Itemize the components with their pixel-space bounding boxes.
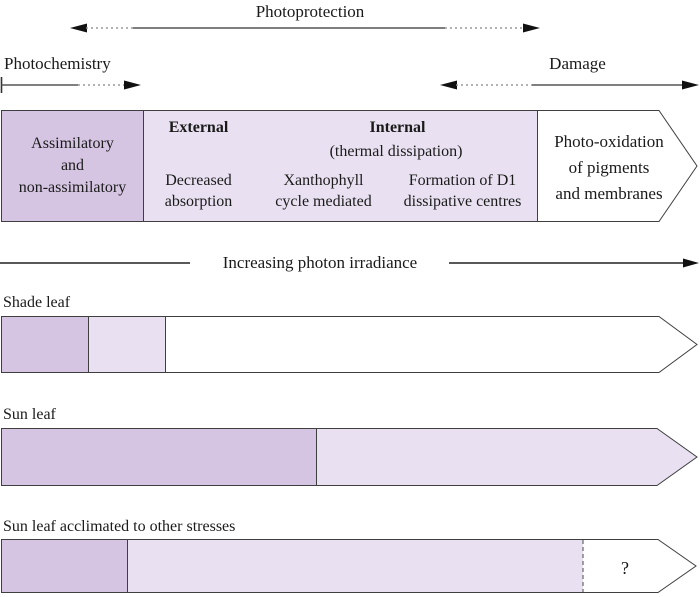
photo-oxidation-cell: Photo-oxidation of pigments and membrane… — [554, 132, 664, 203]
damage-arrow — [440, 80, 699, 90]
category-box — [1, 110, 698, 222]
right-arrowhead-icon — [683, 258, 699, 268]
sun-leaf-bar — [1, 428, 698, 486]
left-arrowhead-icon — [70, 23, 87, 33]
sun-leaf-acclimated-bar — [1, 539, 697, 593]
dark-segment — [1, 316, 89, 373]
shade-leaf-bar — [1, 316, 698, 373]
right-arrowhead-icon — [682, 80, 699, 90]
internal-subtitle-thermal-dissipation: (thermal dissipation) — [329, 143, 463, 160]
left-arrowhead-icon — [440, 80, 457, 90]
sun-leaf-acclimated-label: Sun leaf acclimated to other stresses — [3, 518, 236, 535]
photochemistry-arrow — [0, 77, 141, 93]
uncertainty-question-mark: ? — [621, 558, 629, 578]
light-segment — [127, 540, 583, 592]
internal-item-xanthophyll: Xanthophyll cycle mediated — [275, 172, 372, 210]
photochemistry-segment — [1, 110, 144, 222]
damage-label: Damage — [549, 54, 606, 73]
photochemistry-label: Photochemistry — [4, 54, 111, 73]
right-arrowhead-icon — [523, 23, 540, 33]
irradiance-axis-label: Increasing photon irradiance — [222, 253, 418, 272]
photoprotection-label: Photoprotection — [255, 2, 365, 21]
light-segment — [88, 316, 166, 373]
shade-leaf-label: Shade leaf — [3, 294, 71, 311]
sun-leaf-label: Sun leaf — [3, 406, 56, 423]
photoprotection-arrow — [70, 23, 540, 33]
internal-title: Internal — [369, 119, 426, 136]
dark-segment — [1, 539, 128, 593]
assimilatory-cell: Assimilatory and non-assimilatory — [18, 134, 127, 196]
internal-item-d1-centres: Formation of D1 dissipative centres — [403, 172, 522, 210]
right-arrowhead-icon — [124, 80, 141, 90]
damage-arrow-segment — [537, 110, 698, 222]
external-item-decreased-absorption: Decreased absorption — [164, 172, 233, 210]
external-title: External — [168, 119, 229, 136]
photoprotection-segment — [143, 110, 538, 222]
irradiance-axis — [0, 258, 699, 268]
dark-segment — [1, 428, 317, 486]
